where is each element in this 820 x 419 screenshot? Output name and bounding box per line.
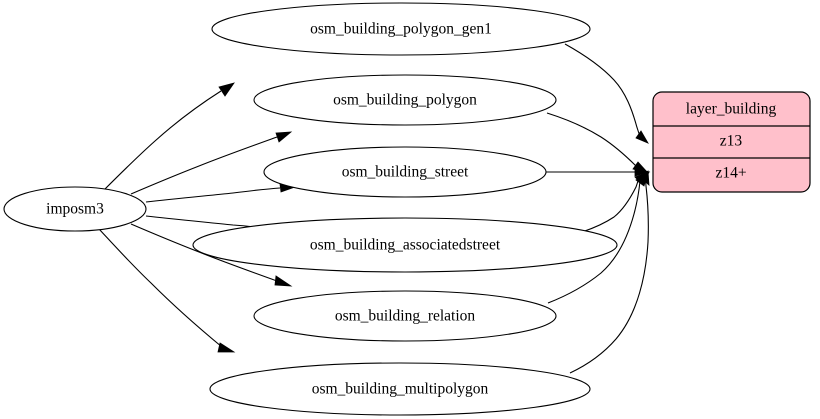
node-osm-building-polygon-gen1-label: osm_building_polygon_gen1 <box>310 21 492 38</box>
node-osm-building-street-label: osm_building_street <box>342 164 469 181</box>
node-osm-building-associatedstreet-label: osm_building_associatedstreet <box>310 237 501 254</box>
node-osm-building-associatedstreet[interactable]: osm_building_associatedstreet <box>192 217 618 273</box>
layer-building-box[interactable] <box>652 91 811 193</box>
edge-imposm3-to-osm-building-street <box>145 183 297 203</box>
node-osm-building-relation-label: osm_building_relation <box>335 308 476 325</box>
node-osm-building-street-shape[interactable] <box>263 146 547 198</box>
node-osm-building-polygon-gen1[interactable]: osm_building_polygon_gen1 <box>211 2 591 56</box>
node-imposm3[interactable]: imposm3 <box>3 186 147 232</box>
node-osm-building-polygon[interactable]: osm_building_polygon <box>253 74 557 126</box>
node-osm-building-street[interactable]: osm_building_street <box>263 146 547 198</box>
edge-imposm3-to-osm-building-multipolygon <box>98 228 236 353</box>
layer-building-row-z14plus[interactable]: z14+ <box>715 165 746 182</box>
edge-osm-building-polygon-gen1-to-layer-building-z13 <box>564 43 649 144</box>
node-osm-building-multipolygon[interactable]: osm_building_multipolygon <box>209 362 591 416</box>
edge-osm-building-polygon-to-layer-building <box>546 112 650 174</box>
edge-imposm3-to-osm-building-polygon-gen1 <box>103 82 235 191</box>
node-osm-building-multipolygon-shape[interactable] <box>209 362 591 416</box>
node-layer-building[interactable]: layer_building z13 z14+ <box>652 91 811 193</box>
node-imposm3-label: imposm3 <box>46 201 104 218</box>
node-osm-building-relation-shape[interactable] <box>253 290 557 342</box>
edge-osm-building-multipolygon-to-layer-building <box>569 170 650 374</box>
layer-building-row-z13[interactable]: z13 <box>720 133 743 150</box>
node-osm-building-multipolygon-label: osm_building_multipolygon <box>312 381 489 398</box>
edge-imposm3-to-osm-building-polygon <box>130 131 293 195</box>
node-imposm3-shape[interactable] <box>3 186 147 232</box>
node-osm-building-associatedstreet-shape[interactable] <box>192 217 618 273</box>
node-osm-building-polygon-shape[interactable] <box>253 74 557 126</box>
edge-osm-building-street-to-layer-building <box>546 167 651 177</box>
node-osm-building-relation[interactable]: osm_building_relation <box>253 290 557 342</box>
node-osm-building-polygon-gen1-shape[interactable] <box>211 2 591 56</box>
layer-building-title: layer_building <box>686 101 777 118</box>
node-osm-building-polygon-label: osm_building_polygon <box>333 92 477 109</box>
edge-group-tables-to-layer <box>546 43 651 374</box>
